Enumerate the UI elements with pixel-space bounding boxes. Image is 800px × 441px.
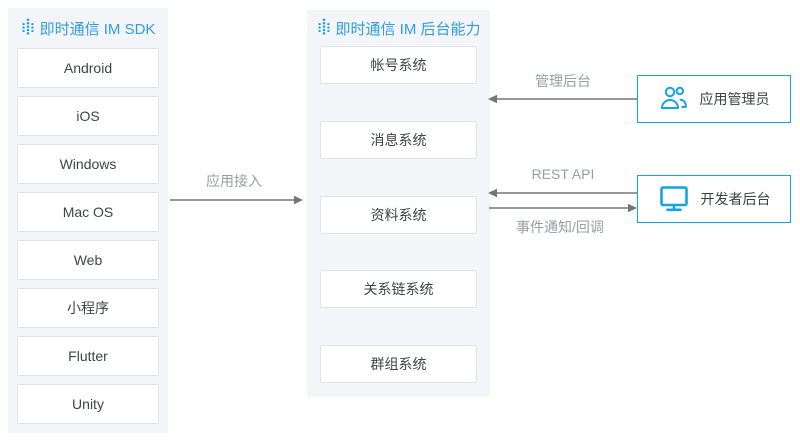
users-icon [659,85,689,114]
im-sdk-panel-title: 即时通信 IM SDK [8,8,168,48]
sdk-item-unity: Unity [17,384,159,424]
sdk-item-ios: iOS [17,96,159,136]
sdk-item-android: Android [17,48,159,88]
arrow-label-event-callback: 事件通知/回调 [516,219,604,235]
arrowhead-right [628,203,637,213]
arrow-label-admin-console: 管理后台 [535,73,591,89]
arrowhead-right [294,195,303,205]
im-backend-panel-title-text: 即时通信 IM 后台能力 [335,20,481,38]
im-sdk-panel-title-text: 即时通信 IM SDK [39,20,156,38]
backend-item-group: 群组系统 [320,345,477,383]
sdk-item-macos: Mac OS [17,192,159,232]
backend-item-relationship: 关系链系统 [320,270,477,308]
im-backend-panel-title: 即时通信 IM 后台能力 [307,10,490,46]
sdk-item-web: Web [17,240,159,280]
im-backend-panel: 即时通信 IM 后台能力 帐号系统 消息系统 资料系统 关系链系统 群组系统 [307,10,490,397]
monitor-icon [658,184,690,215]
developer-console-box: 开发者后台 [637,175,791,223]
arrow-label-app-access: 应用接入 [206,173,262,189]
sdk-item-windows: Windows [17,144,159,184]
backend-item-account: 帐号系统 [320,46,477,84]
im-logo-icon [317,18,331,39]
backend-item-message: 消息系统 [320,121,477,159]
app-admin-box: 应用管理员 [637,75,791,123]
app-admin-label: 应用管理员 [699,91,770,107]
im-logo-icon [21,18,35,39]
sdk-item-flutter: Flutter [17,336,159,376]
backend-item-profile: 资料系统 [320,196,477,234]
developer-console-label: 开发者后台 [700,191,771,207]
im-sdk-panel: 即时通信 IM SDK Android iOS Windows Mac OS W… [8,8,168,433]
arrow-label-rest-api: REST API [531,166,595,182]
sdk-item-miniprogram: 小程序 [17,288,159,328]
